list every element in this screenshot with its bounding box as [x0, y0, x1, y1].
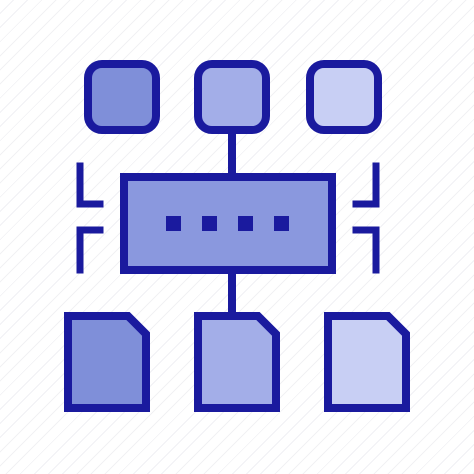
hub-box: [120, 173, 336, 274]
hub-dot-1: [166, 216, 181, 231]
left-bracket-bottom: [76, 226, 104, 274]
hub-dot-4: [274, 216, 289, 231]
side-brackets: [76, 162, 380, 274]
documents: [64, 312, 410, 412]
hub-dot-3: [238, 216, 253, 231]
hub-rectangle: [120, 173, 336, 274]
left-bracket-top: [76, 162, 104, 208]
top-node-left: [84, 60, 160, 134]
document-center: [194, 312, 280, 412]
hub-dot-2: [202, 216, 217, 231]
document-right: [324, 312, 410, 412]
document-left: [64, 312, 150, 412]
right-bracket-top: [352, 162, 380, 208]
top-node-right: [306, 60, 382, 134]
right-bracket-bottom: [352, 226, 380, 274]
top-node-center: [194, 60, 270, 134]
top-nodes: [84, 60, 382, 134]
